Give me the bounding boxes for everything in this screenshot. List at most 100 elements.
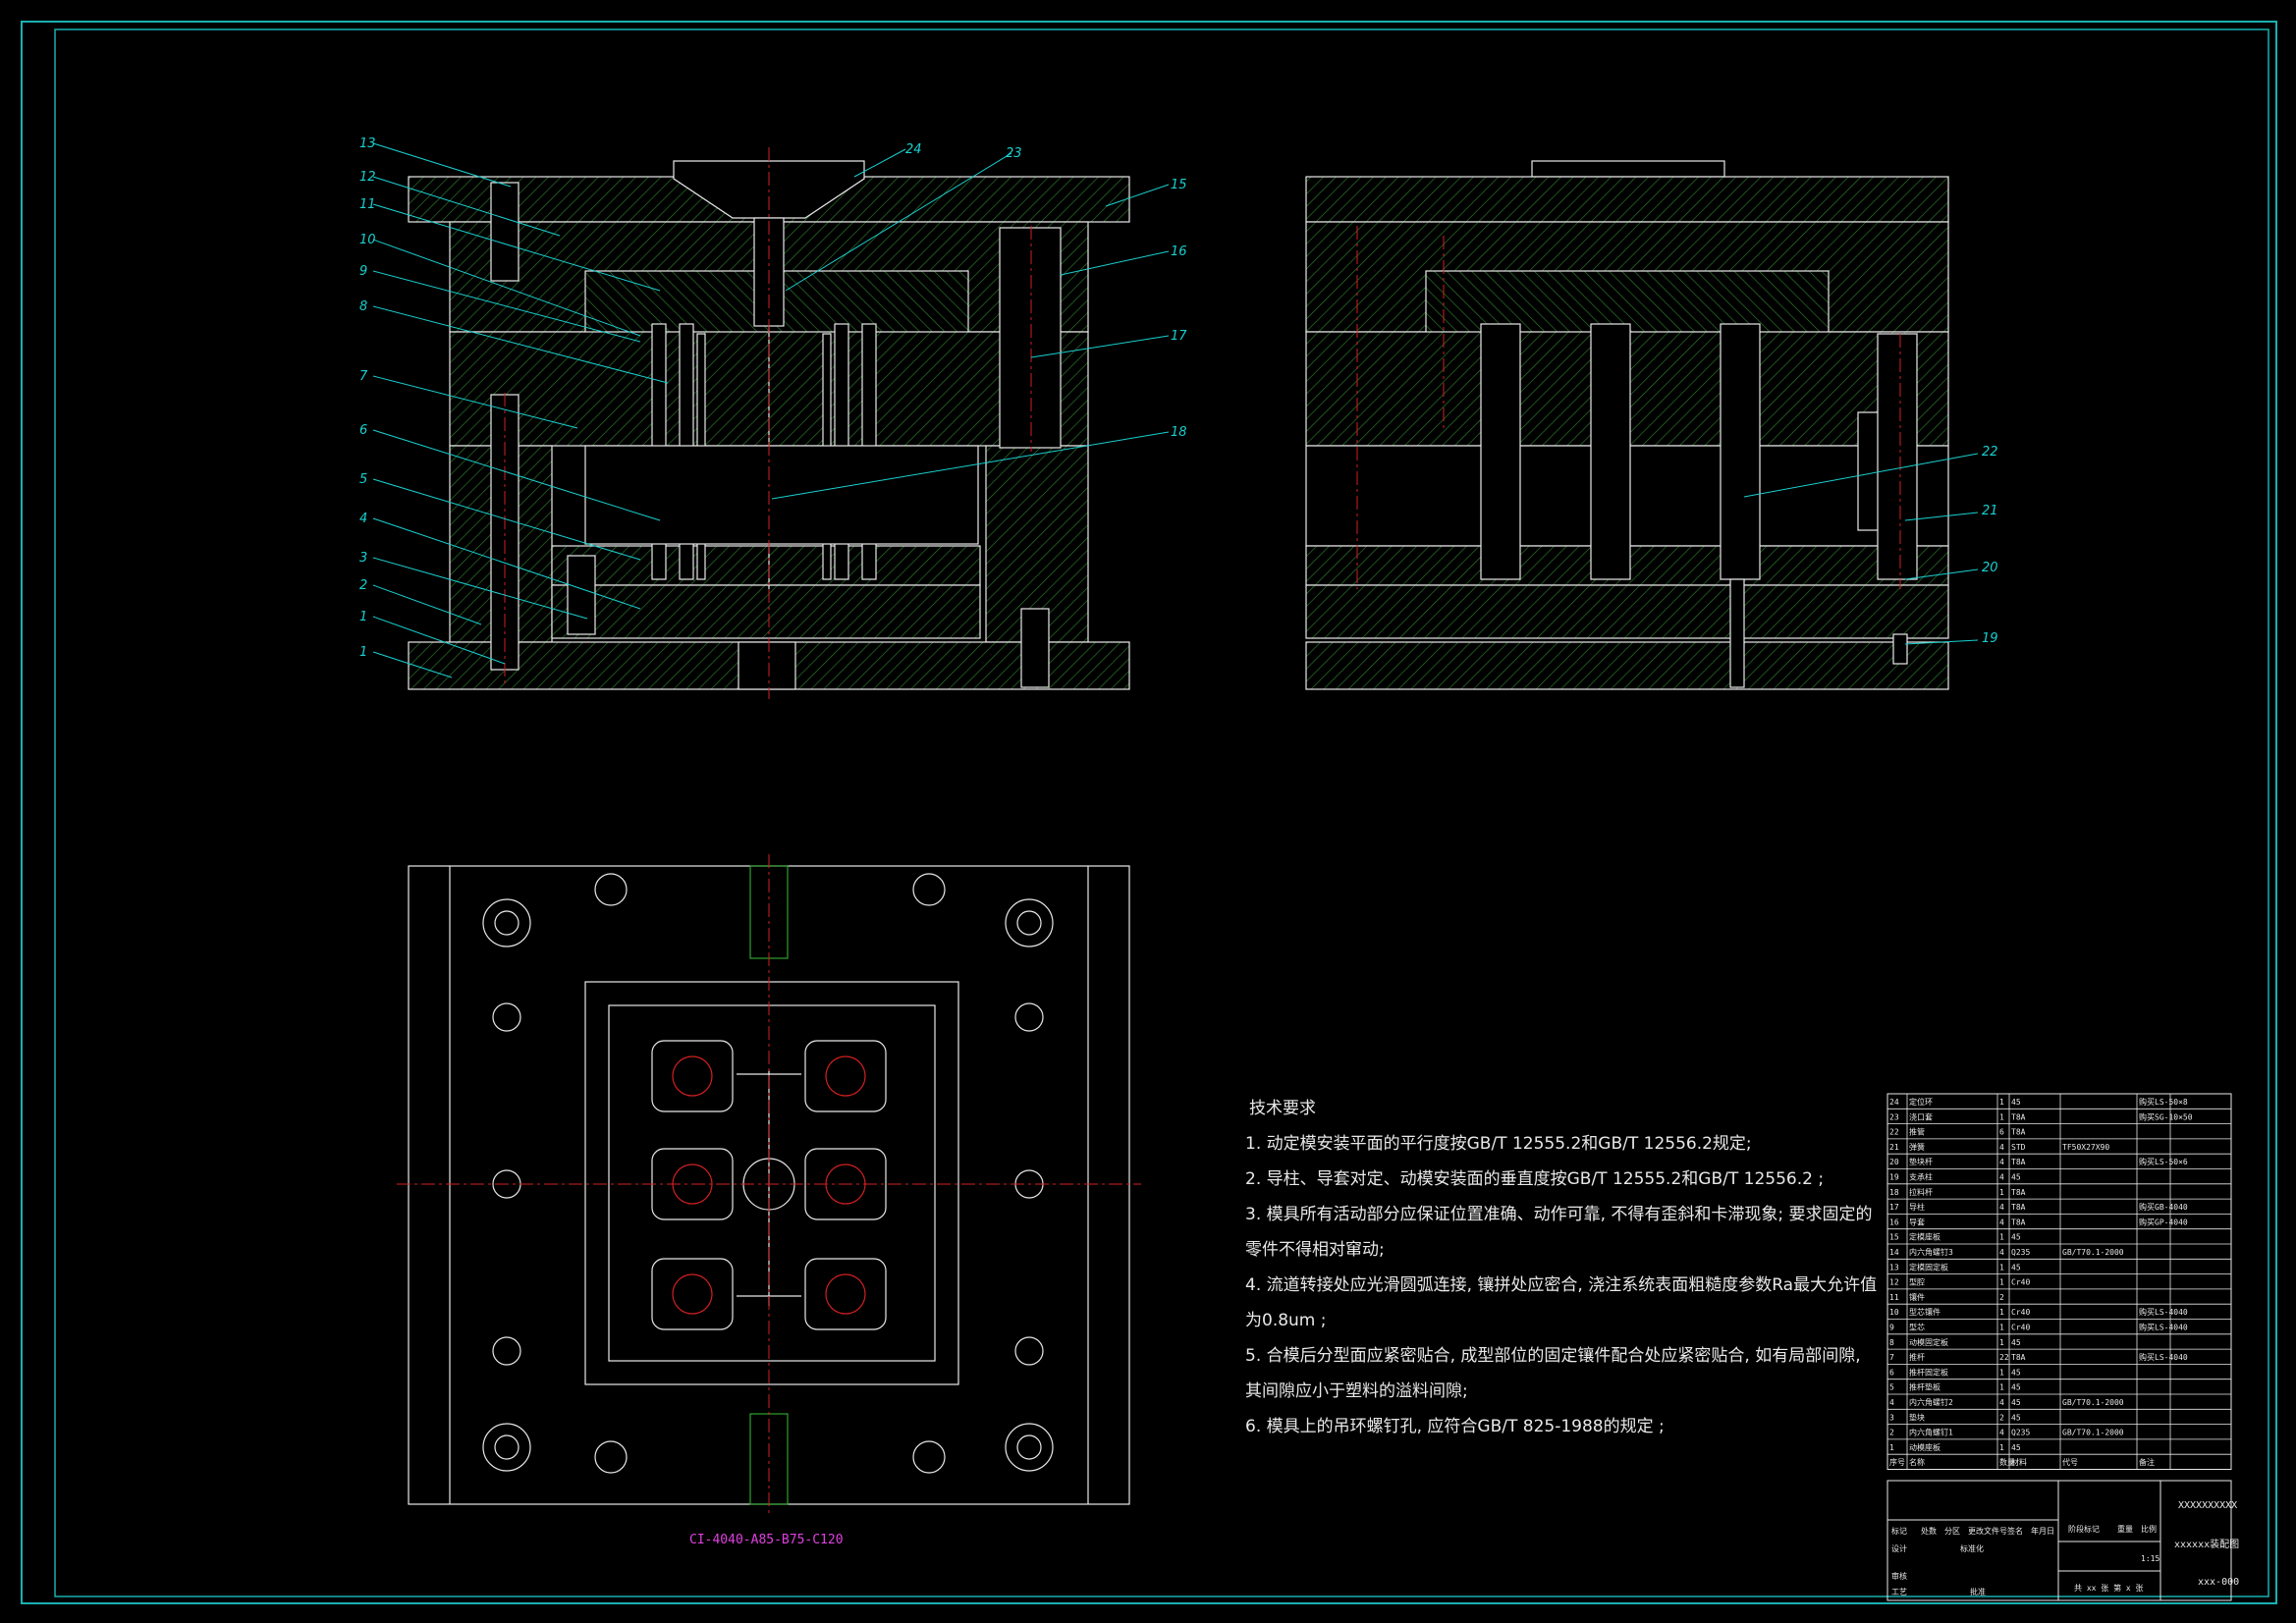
bom-cell-qty: 4: [1999, 1217, 2004, 1226]
plan-note: CI-4040-A85-B75-C120: [689, 1533, 844, 1547]
bom-cell-no: 3: [1889, 1413, 1894, 1422]
bom-cell-no: 9: [1889, 1324, 1894, 1332]
bom-cell-no: 16: [1889, 1217, 1899, 1226]
callout-10: 9: [359, 264, 367, 279]
bom-cell-mat: T8A: [2011, 1128, 2026, 1137]
knockout-hole: [738, 641, 796, 690]
bom-cell-qty: 1: [1999, 1188, 2004, 1197]
callout-9: 8: [359, 299, 367, 314]
bom-cell-name: 浇口套: [1909, 1111, 1933, 1121]
bom-cell-no: 17: [1889, 1203, 1899, 1212]
bom-cell-qty: 6: [1999, 1128, 2004, 1137]
callout-16: 16: [1171, 244, 1187, 259]
callout-24: 24: [905, 142, 922, 157]
callout-12: 11: [359, 197, 376, 212]
side-centerlines: [1356, 226, 1901, 589]
bom-cell-no: 24: [1889, 1098, 1899, 1107]
bom-cell-name: 推杆: [1909, 1352, 1925, 1362]
bom-cell-name: 动模座板: [1909, 1442, 1941, 1452]
bom-cell-no: 20: [1889, 1158, 1899, 1166]
callout-3: 2: [359, 578, 367, 593]
bom-cell-no: 7: [1889, 1353, 1894, 1362]
tb-label-2: 分区: [1944, 1527, 1960, 1536]
bom-header-no: 序号: [1889, 1457, 1905, 1467]
tb-drawing-no: xxx-000: [2198, 1577, 2239, 1588]
plan-guide-holes: [482, 873, 1054, 1474]
bom-cell-mat: T8A: [2011, 1188, 2026, 1197]
guide-bush: [999, 227, 1062, 449]
screw-bottom-right: [1020, 608, 1050, 688]
bom-cell-name: 内六角螺钉2: [1909, 1397, 1953, 1407]
bom-cell-name: 垫块杆: [1909, 1157, 1933, 1166]
bom-cell-qty: 1: [1999, 1098, 2004, 1107]
bom-cell-name: 型腔: [1909, 1277, 1925, 1287]
callout-1: 1: [359, 645, 367, 660]
bom-cell-mat: 45: [2011, 1368, 2021, 1377]
bom-cell-name: 型芯镶件: [1909, 1307, 1941, 1317]
bom-cell-no: 10: [1889, 1308, 1899, 1317]
bom-cell-qty: 4: [1999, 1143, 2004, 1152]
bom-cell-mat: 45: [2011, 1338, 2021, 1347]
bom-cell-name: 内六角螺钉1: [1909, 1428, 1953, 1437]
bom-cell-qty: 1: [1999, 1263, 2004, 1271]
bom-cell-no: 19: [1889, 1173, 1899, 1182]
bom-cell-mat: 45: [2011, 1263, 2021, 1271]
bom-cell-name: 推杆固定板: [1909, 1367, 1948, 1377]
bom-cell-name: 垫块: [1909, 1412, 1925, 1422]
tb-scale: 1:15: [2141, 1554, 2159, 1563]
tech-title: 技术要求: [1249, 1099, 1316, 1118]
callout-22: 22: [1982, 445, 1998, 460]
bom-cell-name: 定模座板: [1909, 1232, 1941, 1242]
tb-ratio: 比例: [2141, 1524, 2157, 1534]
callout-11: 10: [359, 233, 376, 247]
bom-cell-name: 动模固定板: [1909, 1337, 1948, 1347]
bom-cell-note: 购买LS-4040: [2139, 1307, 2188, 1317]
tb-drawing-name: xxxxxx装配图: [2174, 1538, 2239, 1550]
title-block: [1886, 1480, 2232, 1601]
bom-cell-name: 弹簧: [1909, 1142, 1925, 1152]
plan-centerlines: [397, 854, 1141, 1516]
bom-cell-qty: 4: [1999, 1173, 2004, 1182]
bom-cell-no: 13: [1889, 1263, 1899, 1271]
callout-8: 7: [359, 369, 368, 384]
bom-cell-mat: Cr40: [2011, 1278, 2030, 1287]
bom-cell-no: 11: [1889, 1293, 1899, 1302]
callout-20: 20: [1982, 561, 1998, 575]
bom-cell-qty: 4: [1999, 1248, 2004, 1257]
side-top-clamp: [1305, 176, 1949, 223]
bom-cell-note: 购买LS-50×6: [2139, 1157, 2188, 1166]
bom-cell-no: 21: [1889, 1143, 1899, 1152]
bom-cell-qty: 1: [1999, 1324, 2004, 1332]
screw-5: [567, 555, 596, 635]
bom-cell-mat: T8A: [2011, 1353, 2026, 1362]
bom-cell-note: 购买GP-4040: [2139, 1217, 2188, 1226]
bom-cell-name: 定位环: [1909, 1097, 1933, 1107]
cooling-cavity: [584, 445, 979, 545]
tb-weight: 重量: [2117, 1524, 2133, 1534]
bom-cell-name: 导柱: [1909, 1202, 1925, 1212]
bom-cell-no: 4: [1889, 1398, 1894, 1407]
callout-18: 18: [1171, 425, 1187, 440]
bom-outline: [1886, 1093, 2232, 1470]
front-label-group: 13 12 11 10 9 8 7 6 5 4 3 2 1 1 24 23 15…: [359, 136, 1187, 660]
front-leaders: [372, 142, 1170, 678]
bom-cell-name: 镶件: [1909, 1292, 1925, 1302]
bom-cell-no: 2: [1889, 1429, 1894, 1437]
tb-row-0: 设计: [1891, 1543, 1907, 1553]
bom-cell-mat: 45: [2011, 1098, 2021, 1107]
side-leaders: [1743, 453, 1979, 645]
callout-23: 23: [1006, 146, 1022, 161]
bom-cell-std: GB/T70.1-2000: [2062, 1429, 2124, 1437]
tb-label-3: 更改文件号: [1968, 1526, 2007, 1536]
tech-line-3: 3. 模具所有活动部分应保证位置准确、动作可靠, 不得有歪斜和卡滞现象; 要求固…: [1245, 1205, 1873, 1224]
bom-cell-std: TF50X27X90: [2062, 1143, 2109, 1152]
callout-19: 19: [1982, 631, 1998, 646]
bom-cell-no: 12: [1889, 1278, 1899, 1287]
tech-line-8: 其间隙应小于塑料的溢料间隙;: [1245, 1381, 1468, 1401]
tb-label-1: 处数: [1921, 1526, 1937, 1536]
tb-label-4: 签名: [2007, 1526, 2023, 1536]
tech-requirements: 技术要求 1. 动定模安装平面的平行度按GB/T 12555.2和GB/T 12…: [1245, 1099, 1877, 1436]
tb-company: XXXXXXXXXX: [2178, 1500, 2237, 1511]
bom-cell-no: 23: [1889, 1112, 1899, 1121]
bom-cell-mat: STD: [2011, 1143, 2026, 1152]
